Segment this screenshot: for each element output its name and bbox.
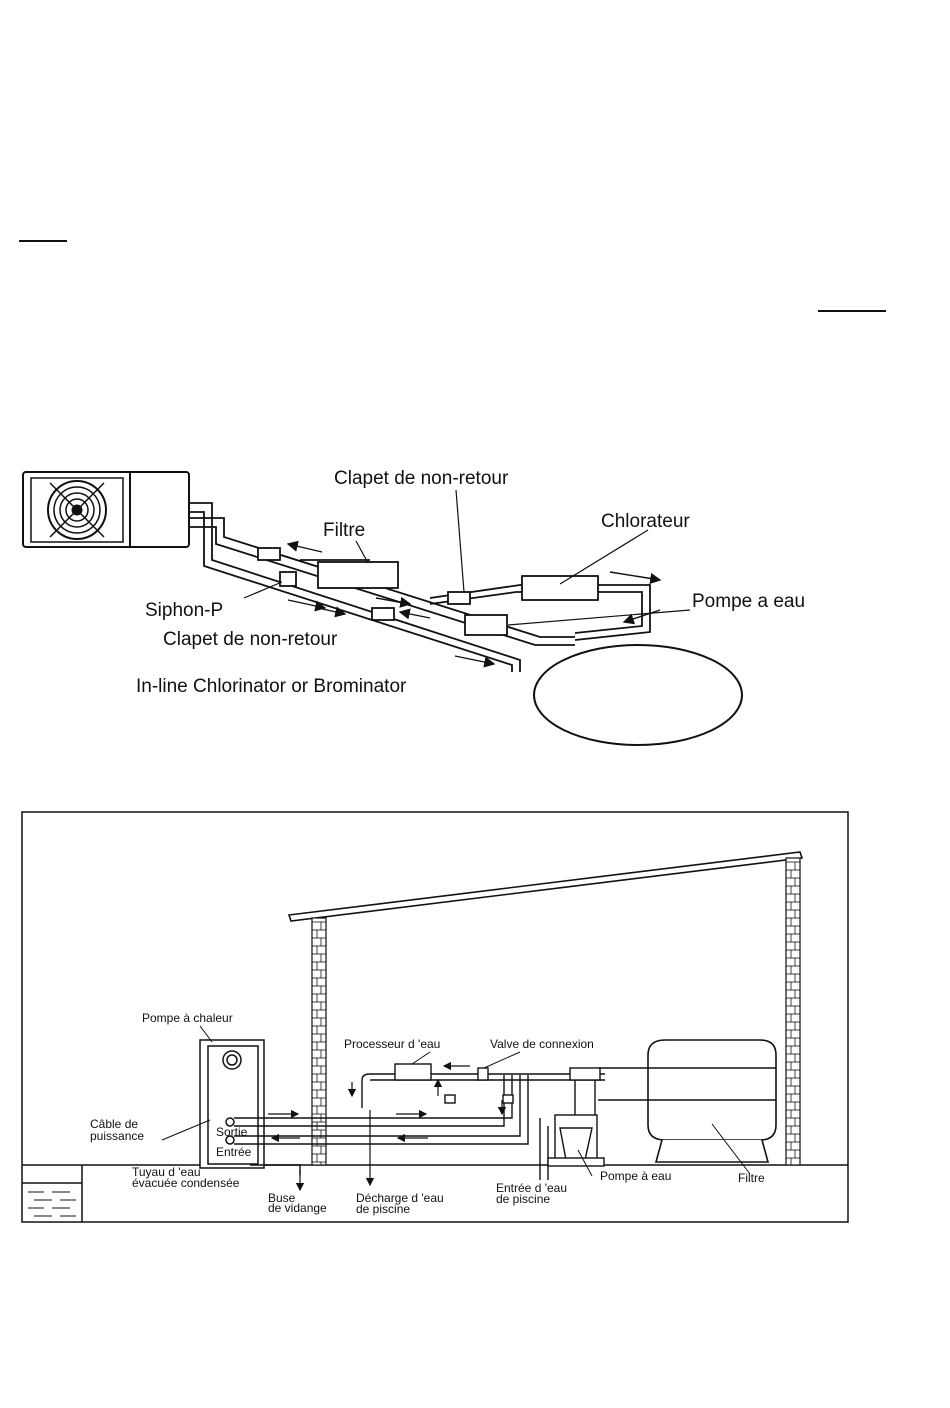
flow-arrows-2 (268, 1061, 507, 1192)
label-power-cable-2: puissance (90, 1129, 144, 1143)
label-chlorinator: Chlorateur (601, 511, 690, 532)
chlorinator-box (521, 575, 599, 601)
label-inline-chlorinator: In-line Chlorinator or Brominator (136, 676, 407, 697)
label-connection-valve: Valve de connexion (490, 1037, 594, 1051)
flow-arrows (286, 540, 662, 668)
label-check-valve-top: Clapet de non-retour (334, 468, 509, 489)
underline-left (19, 240, 67, 242)
label-drain-2: de vidange (268, 1201, 327, 1215)
inline-fitting (257, 547, 281, 561)
label-water-processor: Processeur d 'eau (344, 1037, 440, 1051)
label-check-valve-bottom: Clapet de non-retour (163, 629, 338, 650)
valve-4 (569, 1067, 601, 1081)
brick-wall-right (785, 857, 801, 1166)
label-pool-inlet-1: Entrée d 'eau (496, 1181, 567, 1195)
valve-2 (444, 1094, 456, 1104)
fan-icon (47, 480, 107, 540)
underline-right (818, 310, 886, 312)
roof (287, 851, 804, 922)
label-condensate-2: évacuée condensée (132, 1176, 240, 1190)
connection-valve (477, 1067, 489, 1081)
label-inlet: Entrée (216, 1145, 252, 1159)
label-drain-1: Buse (268, 1191, 296, 1205)
label-pool-inlet-2: de piscine (496, 1192, 550, 1206)
filter-box (317, 561, 399, 589)
label-pool-discharge-1: Décharge d 'eau (356, 1191, 444, 1205)
leader-lines (243, 489, 691, 626)
pipes-2 (234, 1067, 648, 1180)
label-pool-pump: Pompe à eau (600, 1169, 671, 1183)
water-processor-box (394, 1063, 432, 1081)
siphon-box (279, 571, 297, 587)
water-pump-box (464, 614, 508, 636)
ground (22, 1164, 848, 1222)
label-siphon: Siphon-P (145, 600, 223, 621)
installation-diagram-1: Clapet de non-retour Filtre Chlorateur P… (22, 468, 805, 746)
pool-water (28, 1191, 76, 1217)
label-outlet: Sortie (216, 1125, 248, 1139)
leader-lines-2 (161, 1025, 751, 1177)
pipework (189, 502, 651, 672)
diagram-frame (21, 811, 849, 1223)
label-water-pump: Pompe a eau (692, 591, 805, 612)
label-filter: Filtre (323, 520, 365, 541)
check-valve-top (447, 591, 471, 605)
label-pool-discharge-2: de piscine (356, 1202, 410, 1216)
check-valve-bottom (371, 607, 395, 621)
label-power-cable-1: Câble de (90, 1117, 138, 1131)
heat-pump-box (199, 1039, 265, 1169)
pool-shape (533, 644, 743, 746)
brick-wall-left (311, 917, 327, 1166)
label-heat-pump: Pompe à chaleur (142, 1011, 233, 1025)
filter-tank (647, 1039, 777, 1163)
pool-pump-shape (547, 1114, 605, 1167)
valve-3 (502, 1094, 514, 1104)
label-condensate-1: Tuyau d 'eau (132, 1165, 201, 1179)
label-filter-2: Filtre (738, 1171, 765, 1185)
